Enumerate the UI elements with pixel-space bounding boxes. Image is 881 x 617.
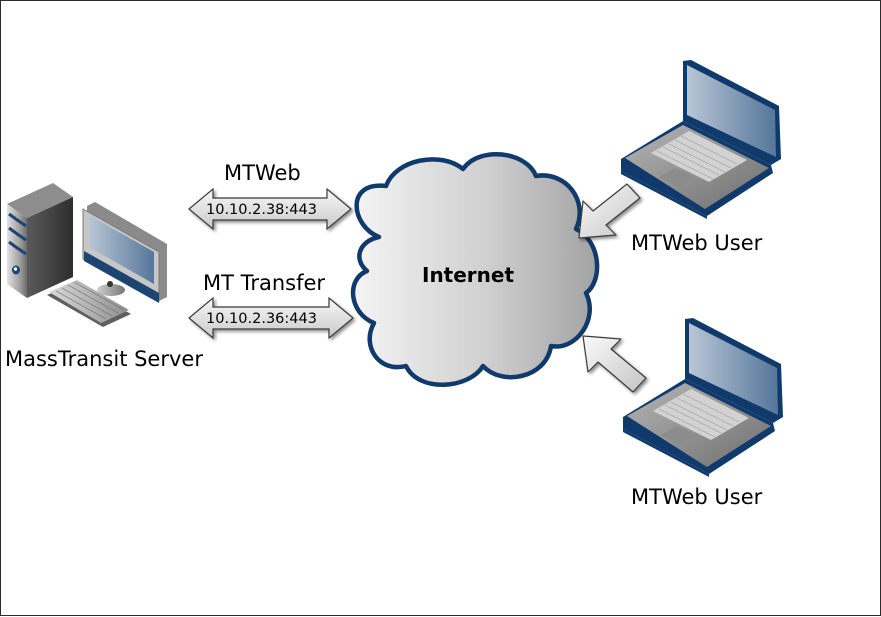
user-top-label: MTWeb User (631, 231, 763, 255)
internet-label: Internet (422, 263, 514, 287)
server-tower-icon (7, 183, 73, 298)
mtweb-connection-arrow (188, 187, 352, 231)
mt-transfer-connection-address: 10.10.2.36:443 (206, 311, 317, 327)
mt-transfer-connection-name: MT Transfer (203, 271, 325, 295)
internet-cloud-icon (350, 151, 600, 387)
mt-transfer-connection-arrow (188, 296, 354, 340)
laptop-top-icon (621, 60, 781, 219)
user-bottom-label: MTWeb User (631, 485, 763, 509)
server-label: MassTransit Server (5, 347, 203, 371)
server-workstation-icon (7, 183, 167, 327)
user-bottom-to-internet-arrow (582, 335, 647, 393)
mtweb-connection-address: 10.10.2.38:443 (206, 202, 317, 218)
server-keyboard-icon (47, 280, 131, 327)
mtweb-connection-name: MTWeb (224, 161, 301, 185)
server-monitor-icon (82, 202, 167, 303)
laptop-bottom-icon (623, 318, 783, 477)
user-top-to-internet-arrow (578, 183, 641, 239)
